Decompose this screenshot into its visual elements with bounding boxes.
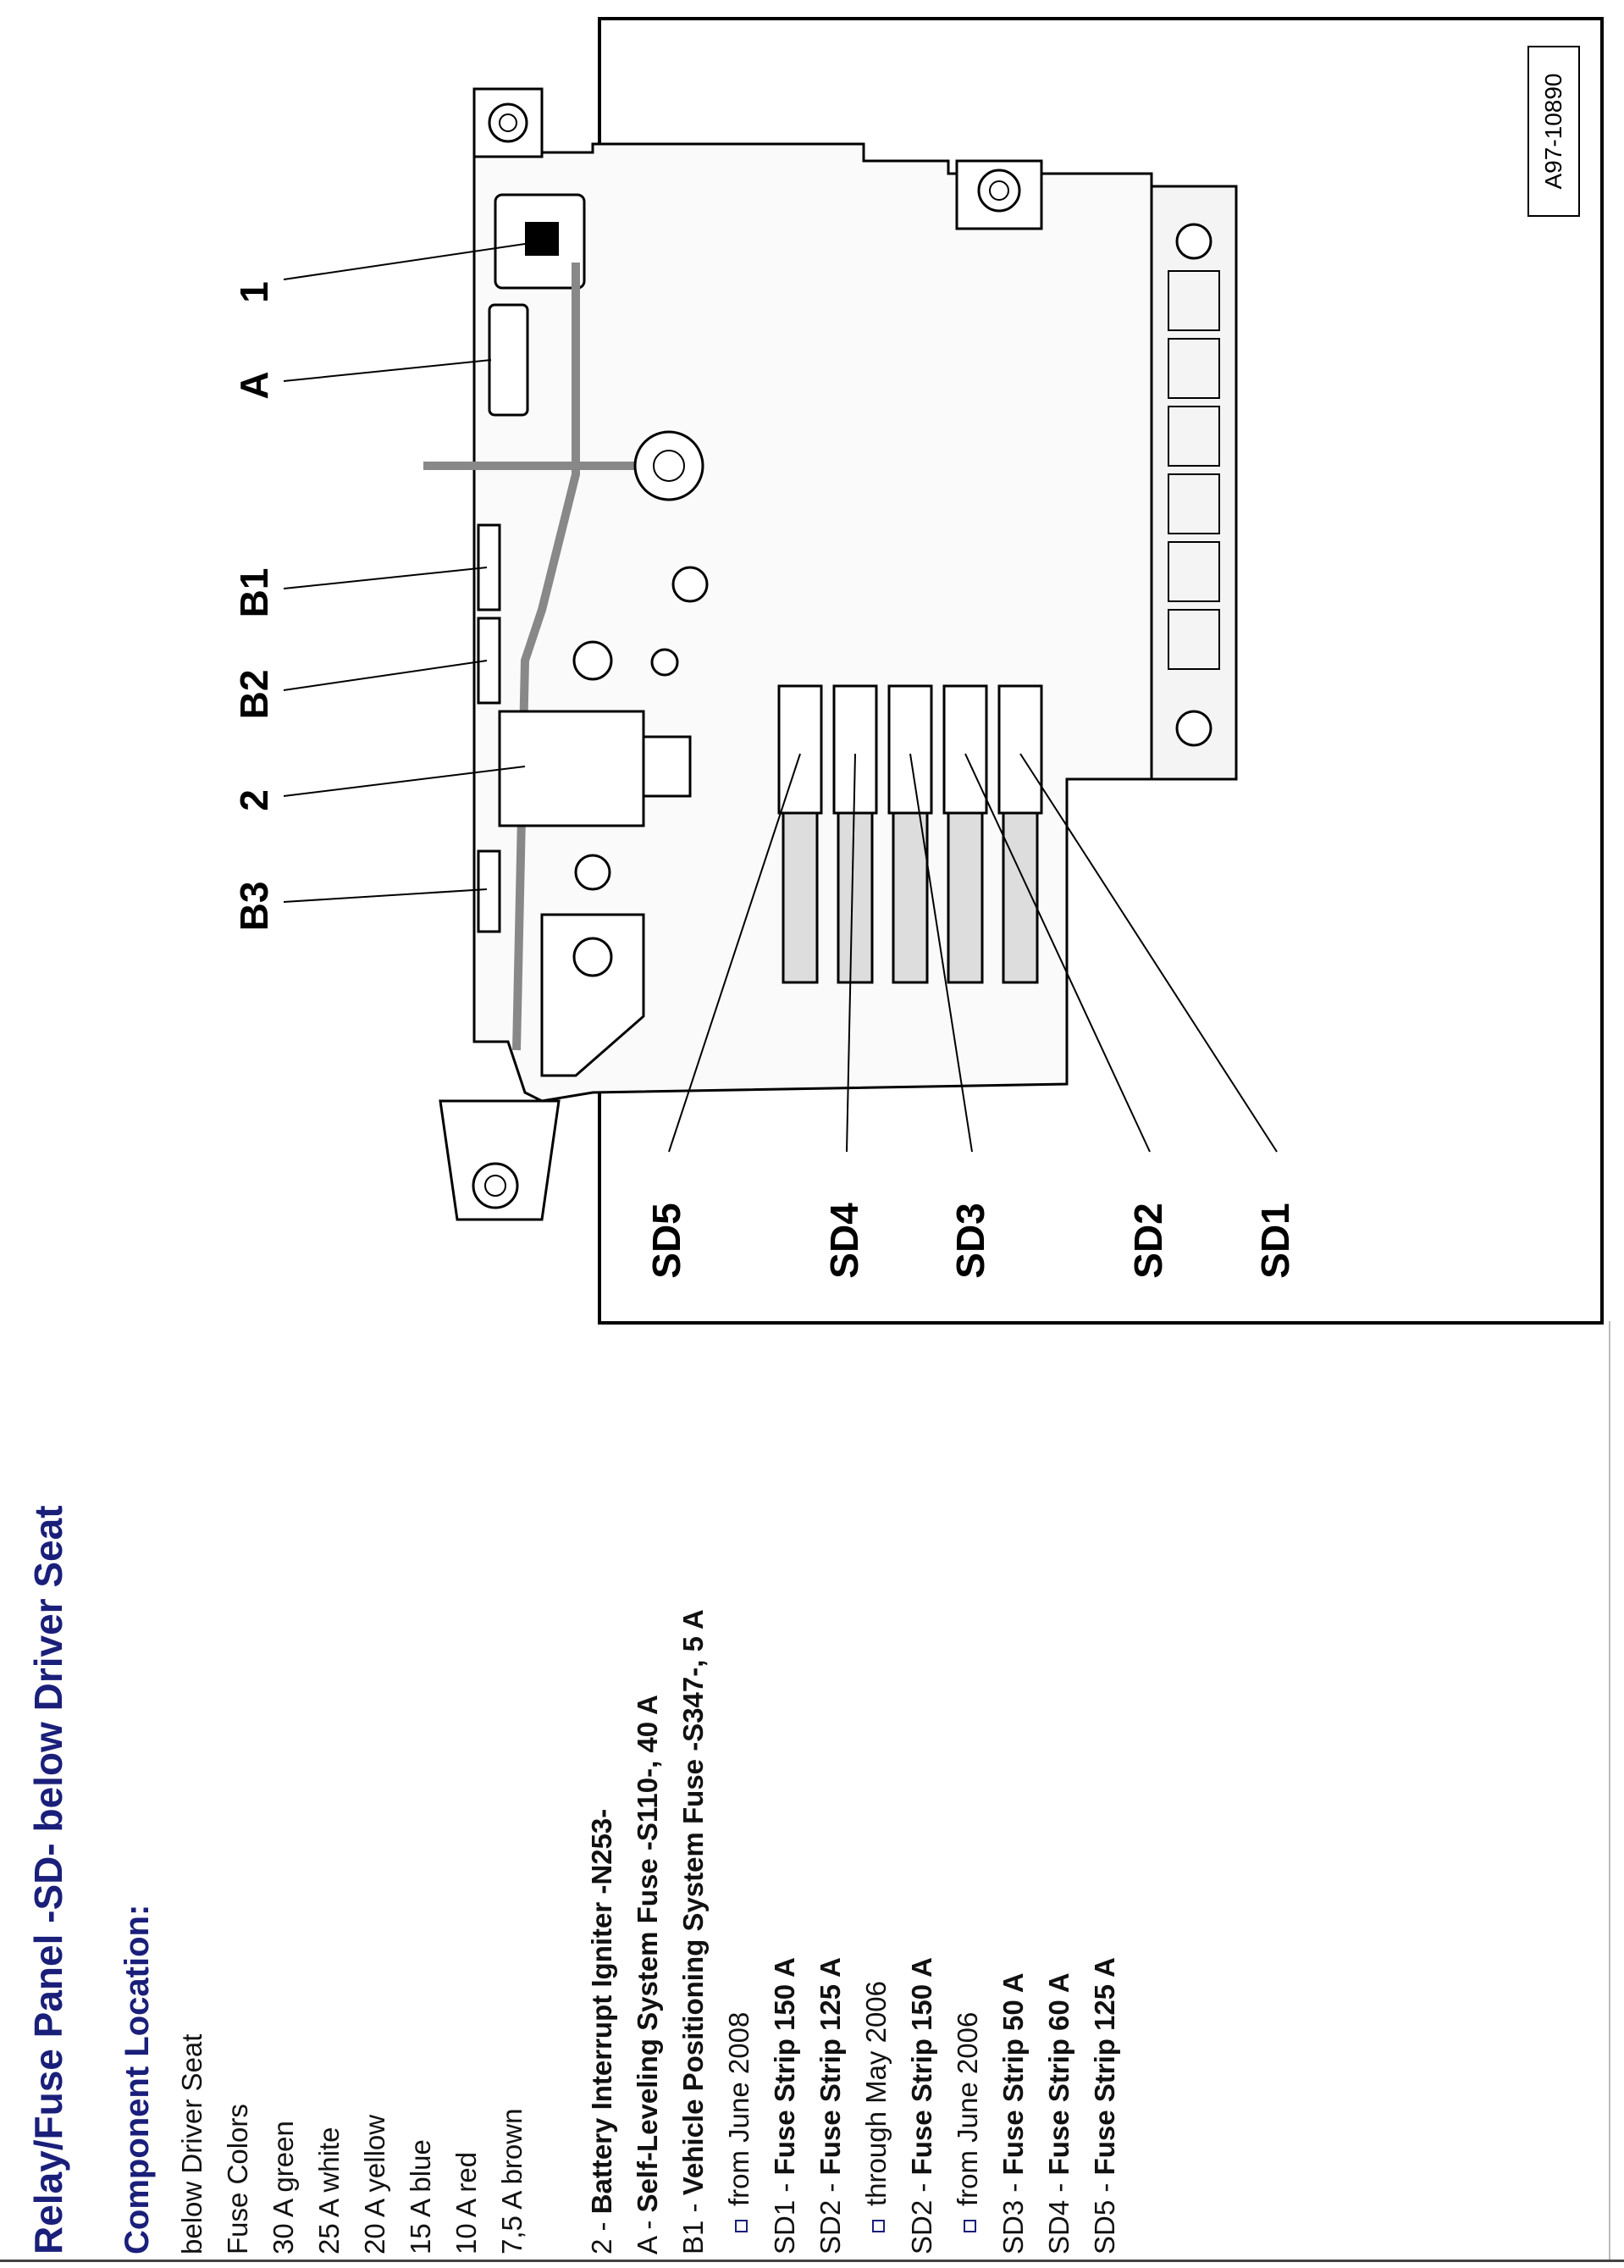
callout-b1: B1	[232, 568, 276, 618]
legend-item: A - Self-Leveling System Fuse -S110-, 40…	[632, 1695, 663, 2254]
stud-2	[572, 640, 613, 681]
legend-item: SD4 - Fuse Strip 60 A	[1043, 1972, 1074, 2254]
stud-3	[650, 648, 679, 677]
end-plate-ribs	[1168, 270, 1220, 670]
fuse-strip	[777, 684, 1043, 984]
fuse-color-10: 10 A red	[450, 2151, 482, 2254]
lower-bracket	[540, 913, 645, 1077]
bullet-icon	[871, 2220, 885, 2232]
legend-item: SD3 - Fuse Strip 50 A	[997, 1972, 1029, 2254]
fuse-color-25: 25 A white	[313, 2127, 345, 2254]
bullet-icon	[734, 2220, 748, 2232]
bottom-tab	[439, 1099, 561, 1221]
figure-id: A97-10890	[1540, 73, 1566, 189]
page-title: Relay/Fuse Panel -SD- below Driver Seat	[26, 1505, 70, 2254]
bullet-icon	[963, 2220, 976, 2232]
callout-2: 2	[232, 789, 276, 811]
section-heading: Component Location:	[119, 1904, 156, 2254]
callout-1: 1	[232, 281, 276, 303]
right-rule	[1609, 1321, 1610, 2260]
callout-sd5: SD5	[644, 1203, 688, 1278]
figure-id-box	[1527, 46, 1580, 217]
fuse-colors-heading: Fuse Colors	[222, 2104, 253, 2254]
mount-hole-1	[1175, 223, 1212, 260]
right-end-plate	[1150, 185, 1238, 781]
bottom-rule	[0, 2260, 1624, 2262]
callout-b2: B2	[232, 670, 276, 720]
fuse-color-30: 30 A green	[268, 2121, 299, 2254]
legend-item: B1 - Vehicle Positioning System Fuse -S3…	[677, 1609, 709, 2254]
stud-1	[671, 566, 709, 603]
fuse-b3	[477, 849, 501, 933]
legend-item: SD5 - Fuse Strip 125 A	[1089, 1957, 1120, 2254]
legend-subitem: from June 2008	[723, 2012, 755, 2254]
callout-a: A	[232, 371, 276, 399]
callout-sd2: SD2	[1126, 1203, 1170, 1278]
fuse-color-7-5: 7,5 A brown	[496, 2108, 528, 2254]
leader-lines	[283, 241, 1278, 1153]
fuse-color-20: 20 A yellow	[359, 2114, 390, 2254]
legend-item: 2 - Battery Interrupt Igniter -N253-	[586, 1808, 617, 2254]
callout-sd3: SD3	[948, 1203, 992, 1278]
location-text: below Driver Seat	[176, 2033, 207, 2254]
mount-hole-2	[1175, 710, 1212, 747]
legend-item: SD2 - Fuse Strip 150 A	[906, 1957, 937, 2254]
legend-item: SD1 - Fuse Strip 150 A	[769, 1957, 800, 2254]
fuse-color-15: 15 A blue	[405, 2139, 436, 2254]
fuse-panel-diagram: A97-10890	[232, 17, 1604, 1325]
legend-item: SD2 - Fuse Strip 125 A	[815, 1957, 846, 2254]
legend-subitem: through May 2006	[860, 1981, 892, 2254]
legend-subitem: from June 2006	[952, 2012, 984, 2254]
callout-b3: B3	[232, 882, 276, 932]
callout-sd4: SD4	[822, 1203, 866, 1279]
callout-sd1: SD1	[1253, 1203, 1297, 1278]
